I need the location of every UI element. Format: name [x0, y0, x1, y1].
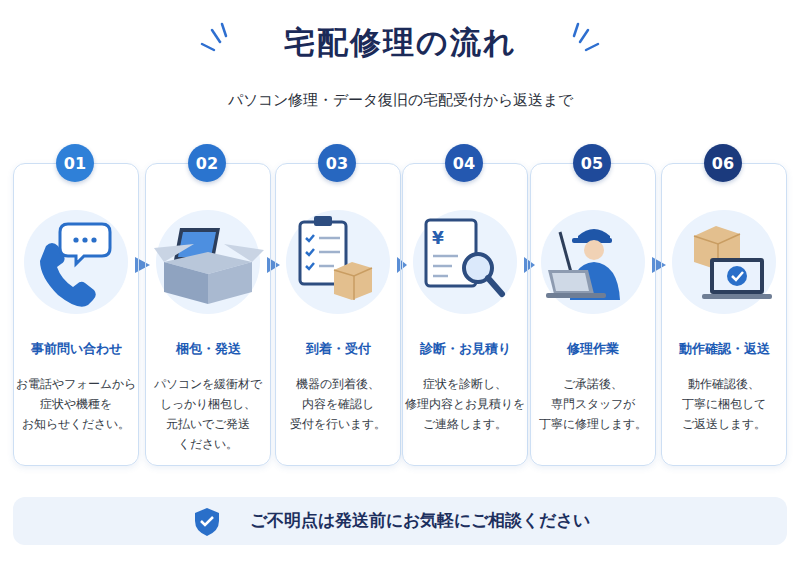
step-card: 到着・受付機器の到着後、 内容を確認し 受付を行います。03 — [275, 163, 401, 466]
step-heading: 診断・お見積り — [403, 340, 527, 358]
step-number-text: 02 — [196, 154, 218, 173]
laptop-in-box-icon — [154, 228, 264, 304]
step-description: お電話やフォームから 症状や機種を お知らせください。 — [16, 374, 136, 434]
step-number-text: 04 — [453, 154, 475, 173]
step-number: 06 — [704, 144, 742, 182]
step-description: ご承諾後、 専門スタッフが 丁寧に修理します。 — [533, 374, 653, 434]
step-number-text: 03 — [326, 154, 348, 173]
icon-backgrounds — [24, 210, 776, 314]
step-card: 梱包・発送パソコンを緩衝材で しっかり梱包し、 元払いでご発送 ください。02 — [145, 163, 271, 466]
step-description: パソコンを緩衝材で しっかり梱包し、 元払いでご発送 ください。 — [148, 374, 268, 455]
notice-band: ご不明点は発送前にお気軽にご相談ください — [13, 497, 787, 545]
step-number: 03 — [318, 144, 356, 182]
flow-arrow — [267, 257, 280, 273]
step-number-text: 06 — [712, 154, 734, 173]
box-laptop-check-icon — [694, 226, 772, 299]
flow-arrow — [135, 257, 150, 273]
currency-symbol: ¥ — [432, 228, 444, 248]
step-number: 01 — [56, 144, 94, 182]
clipboard-box-icon — [300, 216, 372, 300]
phone-icon — [40, 224, 110, 307]
step-description: 動作確認後、 丁寧に梱包して ご返送します。 — [664, 374, 784, 434]
step-number-text: 05 — [581, 154, 603, 173]
step-heading: 修理作業 — [531, 340, 655, 358]
step-card: 事前問い合わせお電話やフォームから 症状や機種を お知らせください。01 — [13, 163, 139, 466]
step-card: 動作確認・返送動作確認後、 丁寧に梱包して ご返送します。06 — [661, 163, 787, 466]
subtitle: パソコン修理・データ復旧の宅配受付から返送まで — [0, 91, 800, 110]
technician-icon — [546, 229, 620, 300]
flow-arrow — [652, 257, 666, 273]
step-card: 修理作業ご承諾後、 専門スタッフが 丁寧に修理します。05 — [530, 163, 656, 466]
step-heading: 事前問い合わせ — [14, 340, 138, 358]
step-number: 04 — [445, 144, 483, 182]
step-heading: 梱包・発送 — [146, 340, 270, 358]
step-card: 診断・お見積り症状を診断し、 修理内容とお見積りを ご連絡します。04 — [402, 163, 528, 466]
notice-text: ご不明点は発送前にお気軽にご相談ください — [210, 510, 590, 532]
step-number: 02 — [188, 144, 226, 182]
step-number-text: 01 — [64, 154, 86, 173]
step-description: 症状を診断し、 修理内容とお見積りを ご連絡します。 — [405, 374, 525, 434]
step-heading: 到着・受付 — [276, 340, 400, 358]
diagram-title: 宅配修理の流れ — [0, 22, 800, 64]
step-heading: 動作確認・返送 — [662, 340, 786, 358]
estimate-document-icon — [426, 220, 502, 294]
step-description: 機器の到着後、 内容を確認し 受付を行います。 — [278, 374, 398, 434]
step-number: 05 — [573, 144, 611, 182]
